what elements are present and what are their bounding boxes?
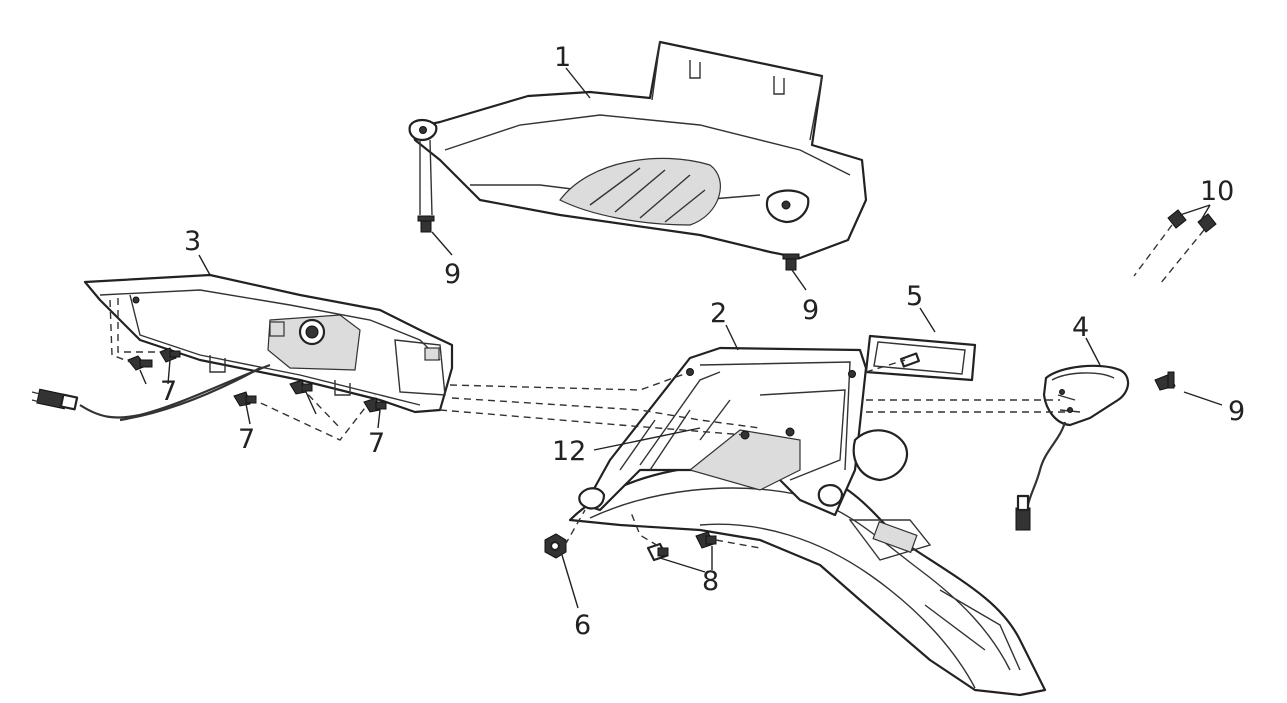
part-2-rear-fender — [568, 346, 1047, 697]
callout-6: 6 — [574, 610, 591, 641]
callout-9-right: 9 — [1228, 396, 1245, 427]
callout-5: 5 — [906, 281, 923, 312]
screw-7-set — [127, 347, 387, 413]
screw-9-right — [1154, 371, 1176, 391]
callout-10: 10 — [1200, 176, 1234, 207]
tail-light-wire — [31, 363, 271, 422]
leader-lines — [139, 67, 1223, 609]
screw-9-middle — [782, 253, 800, 271]
callout-4: 4 — [1072, 312, 1089, 343]
callout-1: 1 — [554, 42, 571, 73]
callout-9-middle: 9 — [802, 295, 819, 326]
screw-9-left — [417, 215, 435, 233]
callout-9-left: 9 — [444, 259, 461, 290]
assembly-lines — [109, 298, 1068, 553]
part-4-license-light — [1015, 364, 1130, 531]
callout-3: 3 — [184, 226, 201, 257]
part-1-under-seat-tray — [408, 40, 868, 260]
screw-8-pair — [646, 531, 717, 562]
callout-7-left: 7 — [160, 376, 177, 407]
nut-6 — [544, 533, 567, 559]
callout-8: 8 — [702, 566, 719, 597]
callout-7-middle: 7 — [238, 424, 255, 455]
part-5-reflector — [864, 334, 977, 382]
callout-labels: 1 3 9 9 10 2 5 4 9 7 7 7 12 6 8 — [160, 42, 1245, 641]
callout-2: 2 — [710, 298, 727, 329]
nut-10-pair — [1133, 209, 1217, 285]
callout-12: 12 — [552, 436, 586, 467]
callout-7-right: 7 — [368, 428, 385, 459]
part-3-tail-light-assembly — [83, 273, 454, 414]
